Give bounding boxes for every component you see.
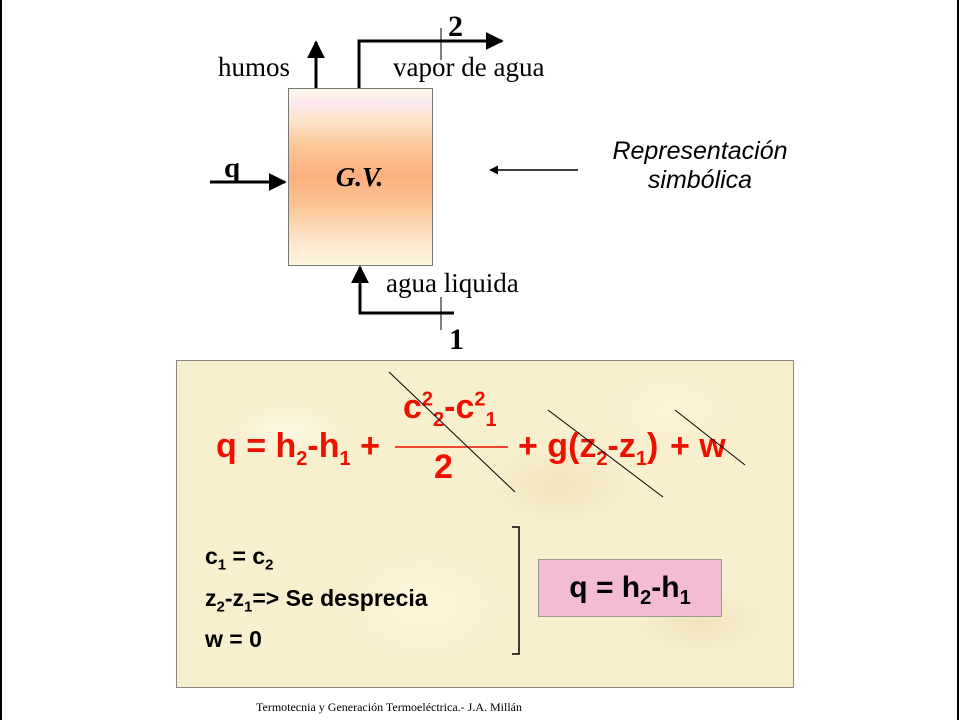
right-border — [957, 0, 959, 720]
humos-label: humos — [218, 52, 291, 82]
vapor-arrow — [357, 32, 504, 88]
rep-line-2: simbólica — [647, 166, 753, 194]
lhs-q-h: q = h — [216, 427, 297, 465]
steam-generator-label: G.V. — [335, 162, 384, 192]
result-sub-1: 1 — [679, 587, 691, 609]
cond-neglect: => Se desprecia — [252, 584, 428, 611]
num-sup-a: 2 — [421, 388, 434, 411]
state-1-label: 1 — [449, 323, 464, 356]
result-q-h: q = h — [569, 571, 641, 604]
num-minus-c: -c — [444, 388, 475, 426]
result-minus-h: -h — [651, 571, 680, 604]
cond-z-sub2: 2 — [216, 598, 225, 616]
z-sub-1: 1 — [635, 447, 647, 470]
condition-work: w = 0 — [205, 626, 262, 653]
kinetic-denominator: 2 — [434, 448, 453, 486]
symbolic-representation-label: Representación simbólica — [578, 137, 822, 195]
conditions-block: c1 = c2 z2-z1=> Se desprecia w = 0 — [205, 540, 428, 656]
cond-c: c — [205, 543, 218, 569]
agua-arrow — [351, 265, 454, 315]
cond-c-sub1: 1 — [217, 556, 227, 574]
cond-z-sub1: 1 — [244, 598, 253, 616]
footer-credit: Termotecnia y Generación Termoeléctrica.… — [256, 700, 522, 714]
rep-line-1: Representación — [612, 137, 788, 165]
lhs-plus: + — [350, 427, 380, 465]
heat-q-label: q — [224, 152, 241, 184]
z-sub-2: 2 — [596, 447, 608, 470]
z-close: ) — [646, 427, 659, 465]
energy-balance-lhs: q = h2-h1 + — [216, 427, 380, 471]
state-2-label: 2 — [448, 10, 463, 43]
num-sub-b: 1 — [485, 408, 497, 431]
strike-potential — [547, 409, 664, 498]
condition-velocity: c1 = c2 — [205, 540, 428, 582]
cond-eq-c: = c — [226, 543, 266, 569]
lhs-sub-1: 1 — [339, 447, 351, 470]
num-c1: c — [403, 388, 422, 426]
cond-c-sub2: 2 — [265, 556, 274, 574]
vapor-label: vapor de agua — [393, 52, 545, 82]
lhs-minus-h: -h — [307, 427, 340, 465]
strike-kinetic — [388, 371, 516, 493]
left-border — [0, 0, 2, 720]
potential-term: + g(z2-z1) — [518, 427, 658, 471]
work-term: + w — [670, 427, 726, 465]
num-sup-b: 2 — [474, 388, 486, 411]
cond-minus-z: -z — [224, 584, 245, 611]
result-sub-2: 2 — [640, 587, 652, 609]
equation-panel — [176, 360, 794, 688]
lhs-sub-2: 2 — [296, 447, 308, 470]
result-equation-box: q = h2-h1 — [538, 559, 722, 617]
g-open: + g(z — [518, 427, 597, 465]
conditions-bracket — [512, 526, 520, 655]
strike-work — [674, 409, 746, 466]
condition-height: z2-z1=> Se desprecia — [205, 582, 428, 624]
agua-liquida-label: agua liquida — [386, 268, 519, 298]
cond-z: z — [205, 584, 217, 611]
